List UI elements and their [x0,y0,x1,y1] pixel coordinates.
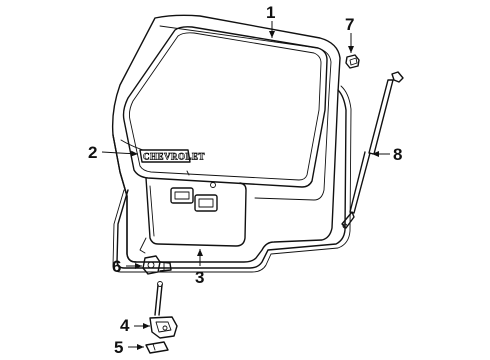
callout-7: 7 [345,15,354,34]
emblem-text: CHEVROLET [143,152,205,162]
callout-6: 6 [112,257,121,276]
latch-assembly [149,281,178,339]
gas-strut [341,71,404,229]
callout-2: 2 [88,143,97,162]
liftgate-glass [122,26,328,188]
callout-3: 3 [195,268,204,287]
callout-5: 5 [114,338,123,357]
leader-lines [101,21,390,350]
callout-4: 4 [120,316,130,335]
liftgate-panel [111,14,341,263]
striker-part [145,341,169,354]
license-plate-recess [139,170,247,254]
callout-numbers: 1 2 3 4 5 6 7 8 [88,3,402,357]
weatherstrip [112,85,352,273]
callout-1: 1 [266,3,275,22]
callout-8: 8 [393,145,402,164]
lock-cylinder [142,255,172,275]
chevrolet-emblem: CHEVROLET [139,149,205,163]
gate-bumper-part [345,54,360,69]
